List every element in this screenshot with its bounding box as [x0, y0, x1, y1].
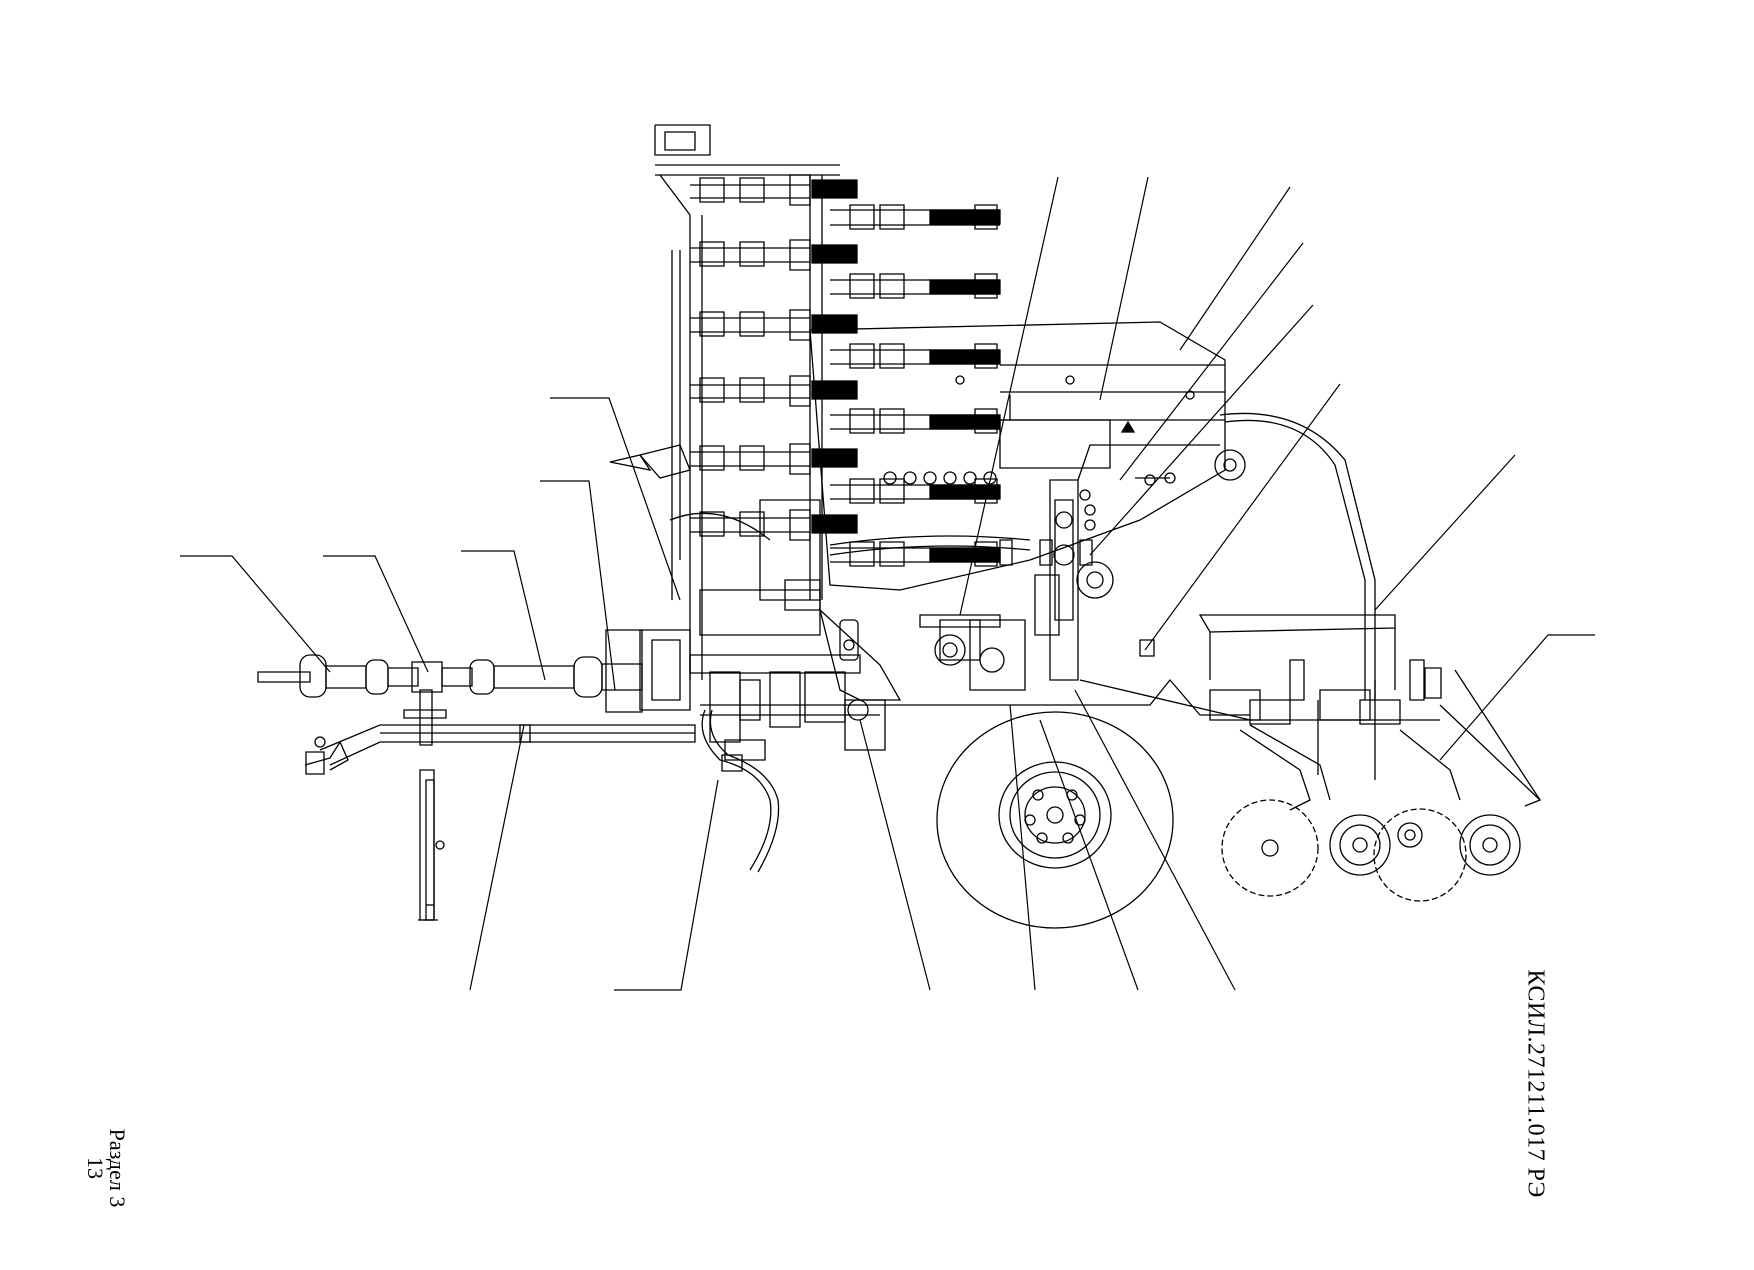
- leader-17: [1010, 705, 1035, 990]
- leader-10: [540, 481, 615, 690]
- leader-14: [470, 725, 524, 990]
- section-label: Раздел 3 13: [72, 1103, 130, 1233]
- hydraulic-unit: [920, 445, 1220, 690]
- leader-6: [1145, 384, 1340, 650]
- leader-7: [1375, 455, 1515, 610]
- leader-lines: [180, 177, 1595, 990]
- leader-12: [323, 556, 428, 672]
- main-frame: [640, 125, 1250, 760]
- drawbar-assembly: [258, 630, 695, 920]
- hydraulic-hose: [702, 710, 778, 872]
- leader-19: [1075, 690, 1235, 990]
- leader-18: [1040, 720, 1138, 990]
- section-title: Раздел 3: [105, 1128, 130, 1208]
- marker-row-5: [690, 444, 1000, 503]
- leader-2: [1100, 177, 1148, 400]
- page-number: 13: [83, 1157, 108, 1179]
- marker-row-1: [690, 175, 1000, 229]
- marker-row-4: [690, 376, 1000, 433]
- leader-4: [1120, 243, 1303, 480]
- document-code: КСИЛ.271211.017 РЭ: [1522, 969, 1549, 1198]
- marker-arms: [610, 175, 1000, 566]
- technical-drawing: [0, 0, 1754, 1240]
- opener-section-1: [1210, 660, 1390, 896]
- leader-9: [550, 398, 680, 600]
- marker-row-6: [690, 510, 1000, 566]
- leader-8: [1440, 635, 1595, 760]
- leader-5: [1090, 305, 1313, 555]
- opener-section-2: [1320, 660, 1520, 901]
- leader-15: [614, 780, 718, 990]
- leader-16: [860, 720, 930, 990]
- main-wheel: [937, 712, 1173, 928]
- leader-13: [180, 556, 330, 672]
- marker-row-2: [690, 240, 1000, 298]
- seed-hopper: [810, 322, 1245, 590]
- leader-11: [461, 551, 545, 680]
- handrail: [1220, 413, 1375, 700]
- leader-3: [1180, 187, 1290, 350]
- marker-row-3: [690, 310, 1000, 368]
